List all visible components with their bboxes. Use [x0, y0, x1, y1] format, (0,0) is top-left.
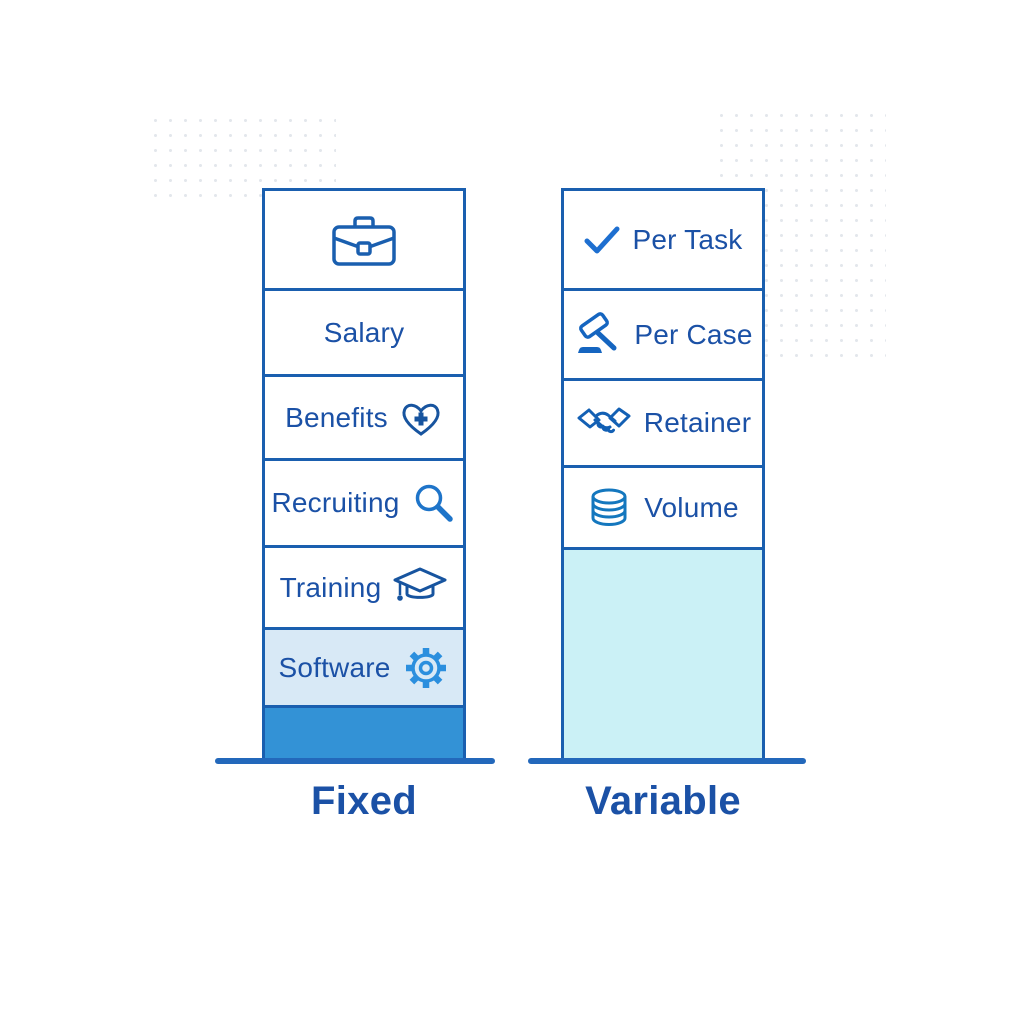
benefits-label: Benefits — [285, 401, 388, 433]
variable-cell-volume: Volume — [564, 465, 762, 547]
variable-cell-per-task: Per Task — [564, 191, 762, 288]
variable-baseline — [528, 758, 806, 764]
fixed-cell-benefits: Benefits — [265, 374, 463, 458]
per-case-label: Per Case — [634, 318, 753, 350]
volume-label: Volume — [644, 491, 739, 523]
fixed-baseline — [215, 758, 495, 764]
fixed-cell-salary: Salary — [265, 288, 463, 374]
fixed-column-title: Fixed — [311, 779, 417, 823]
handshake-icon — [577, 407, 631, 434]
check-icon — [584, 226, 620, 253]
retainer-label: Retainer — [643, 407, 752, 438]
coins-icon — [591, 488, 627, 526]
salary-label: Salary — [323, 316, 405, 348]
variable-cell-retainer: Retainer — [564, 378, 762, 465]
variable-column-title: Variable — [585, 779, 741, 823]
variable-cell-per-case: Per Case — [564, 288, 762, 378]
briefcase-icon — [332, 215, 396, 266]
fixed-cost-column: Salary Benefits Recruiting Training — [262, 188, 466, 764]
gear-icon — [405, 647, 446, 688]
search-icon — [415, 484, 453, 522]
fixed-cell-training: Training — [265, 545, 463, 627]
software-label: Software — [278, 651, 391, 683]
variable-cost-column: Per Task Per Case Retainer — [561, 188, 765, 764]
training-label: Training — [279, 571, 382, 603]
graduation-cap-icon — [393, 567, 447, 601]
gavel-icon — [578, 311, 617, 353]
fixed-cell-briefcase — [265, 191, 463, 288]
per-task-label: Per Task — [632, 223, 743, 255]
recruiting-label: Recruiting — [271, 487, 400, 518]
fixed-cell-recruiting: Recruiting — [265, 458, 463, 545]
heart-plus-icon — [402, 403, 440, 436]
variable-fill-area — [564, 547, 762, 761]
fixed-base-strip — [265, 705, 463, 761]
fixed-cell-software: Software — [265, 627, 463, 705]
